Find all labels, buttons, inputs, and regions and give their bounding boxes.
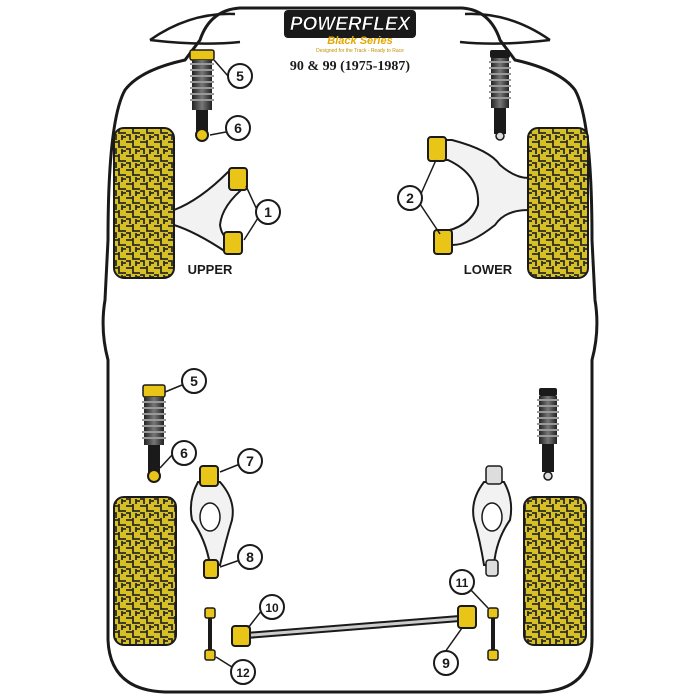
car-body-outline	[101, 6, 599, 694]
right-fender	[464, 12, 551, 42]
rear-left-tyre	[113, 496, 177, 646]
callout-number-2: 2	[406, 190, 414, 206]
callout-circle-5	[181, 368, 207, 394]
bush-9	[457, 605, 477, 629]
callout-circle-10	[259, 594, 285, 620]
lower-label: LOWER	[464, 262, 513, 277]
bush-1-top	[228, 167, 248, 191]
bush-7	[199, 465, 219, 487]
bush-1-bottom	[223, 231, 243, 255]
right-fender-base	[459, 38, 551, 45]
callout-number-5: 5	[236, 68, 244, 84]
callout-number-6: 6	[180, 445, 188, 461]
bush-2-bottom	[433, 229, 453, 255]
callout-circle-5	[227, 63, 253, 89]
callout-circle-8	[237, 544, 263, 570]
bush-11	[487, 607, 499, 619]
rear-left-shock	[142, 384, 166, 483]
rear-left-trailing-arm	[189, 465, 234, 579]
lower-wishbone	[427, 136, 529, 255]
anti-roll-bar	[231, 605, 477, 647]
callout-number-8: 8	[246, 549, 254, 565]
upper-wishbone	[173, 167, 248, 255]
rear-right-trailing-arm	[472, 465, 513, 577]
drop-link-left	[204, 607, 216, 661]
callout-circle-6	[171, 440, 197, 466]
callout-circle-12	[230, 659, 256, 685]
left-fender	[149, 12, 236, 42]
drop-link-right	[487, 607, 499, 661]
logo-series: Black Series	[327, 35, 392, 47]
front-right-shock	[489, 50, 511, 141]
front-right-tyre	[527, 127, 589, 279]
page-title: 90 & 99 (1975-1987)	[290, 59, 410, 74]
bush-10	[231, 625, 251, 647]
callout-circle-1	[255, 199, 281, 225]
powerflex-logo: POWERFLEX Black Series Designed for the …	[284, 10, 416, 54]
callout-number-11: 11	[456, 576, 469, 590]
callout-number-1: 1	[264, 204, 272, 220]
front-left-tyre	[113, 127, 175, 279]
callout-number-9: 9	[442, 655, 450, 671]
callout-number-6: 6	[234, 120, 242, 136]
callout-circle-11	[449, 569, 475, 595]
front-left-shock	[189, 49, 215, 142]
callout-circle-2	[397, 185, 423, 211]
bush-8	[203, 559, 219, 579]
upper-label: UPPER	[188, 262, 233, 277]
logo-tagline: Designed for the Track - Ready to Race	[316, 48, 404, 54]
rear-right-shock	[537, 388, 559, 481]
callout-circle-9	[433, 650, 459, 676]
left-fender-base	[149, 38, 241, 45]
callout-number-5: 5	[190, 373, 198, 389]
callout-number-12: 12	[236, 666, 250, 680]
callout-circle-6	[225, 115, 251, 141]
leader-lines	[159, 59, 489, 668]
rear-right-tyre	[523, 496, 587, 646]
bush-2-top	[427, 136, 447, 162]
callout-number-10: 10	[265, 601, 279, 615]
callout-circle-7	[237, 448, 263, 474]
bush-12	[204, 649, 216, 661]
callout-number-7: 7	[246, 453, 254, 469]
logo-brand: POWERFLEX	[290, 14, 412, 35]
